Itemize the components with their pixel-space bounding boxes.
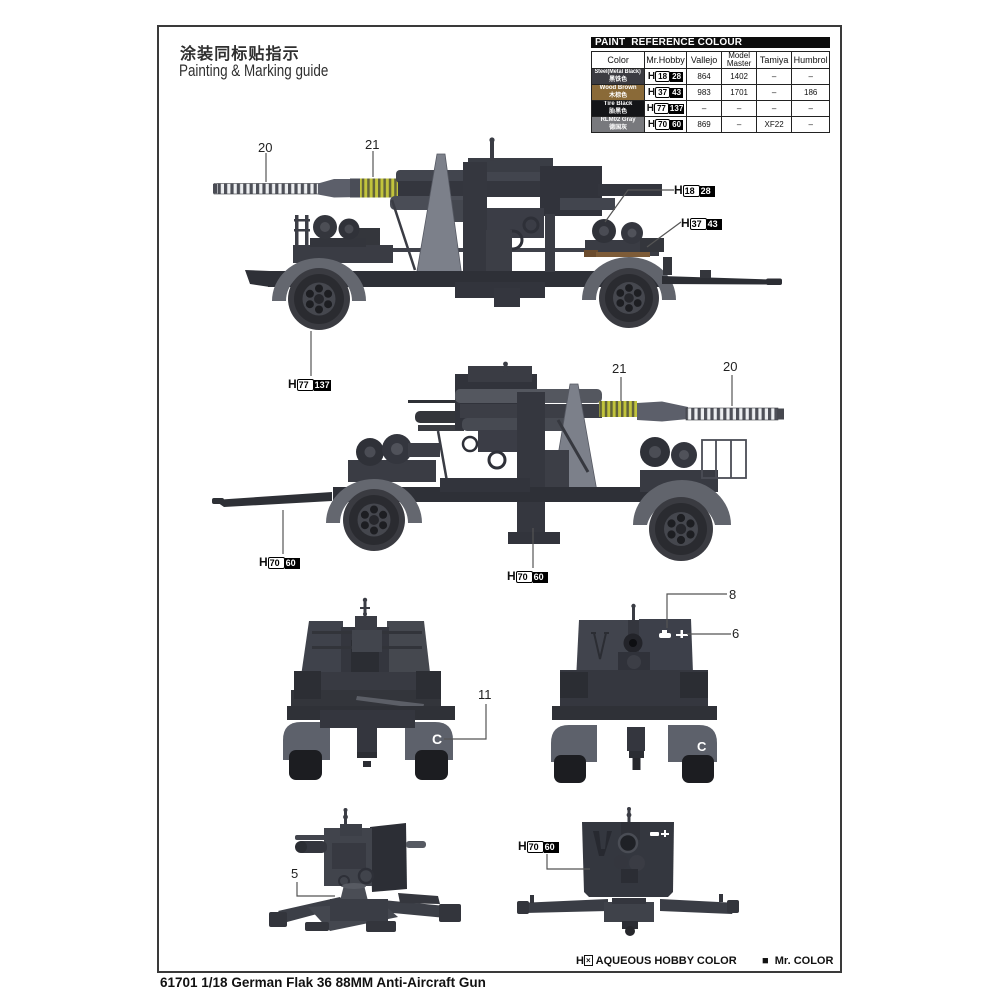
svg-text:C: C <box>432 731 442 747</box>
svg-text:C: C <box>697 739 707 754</box>
